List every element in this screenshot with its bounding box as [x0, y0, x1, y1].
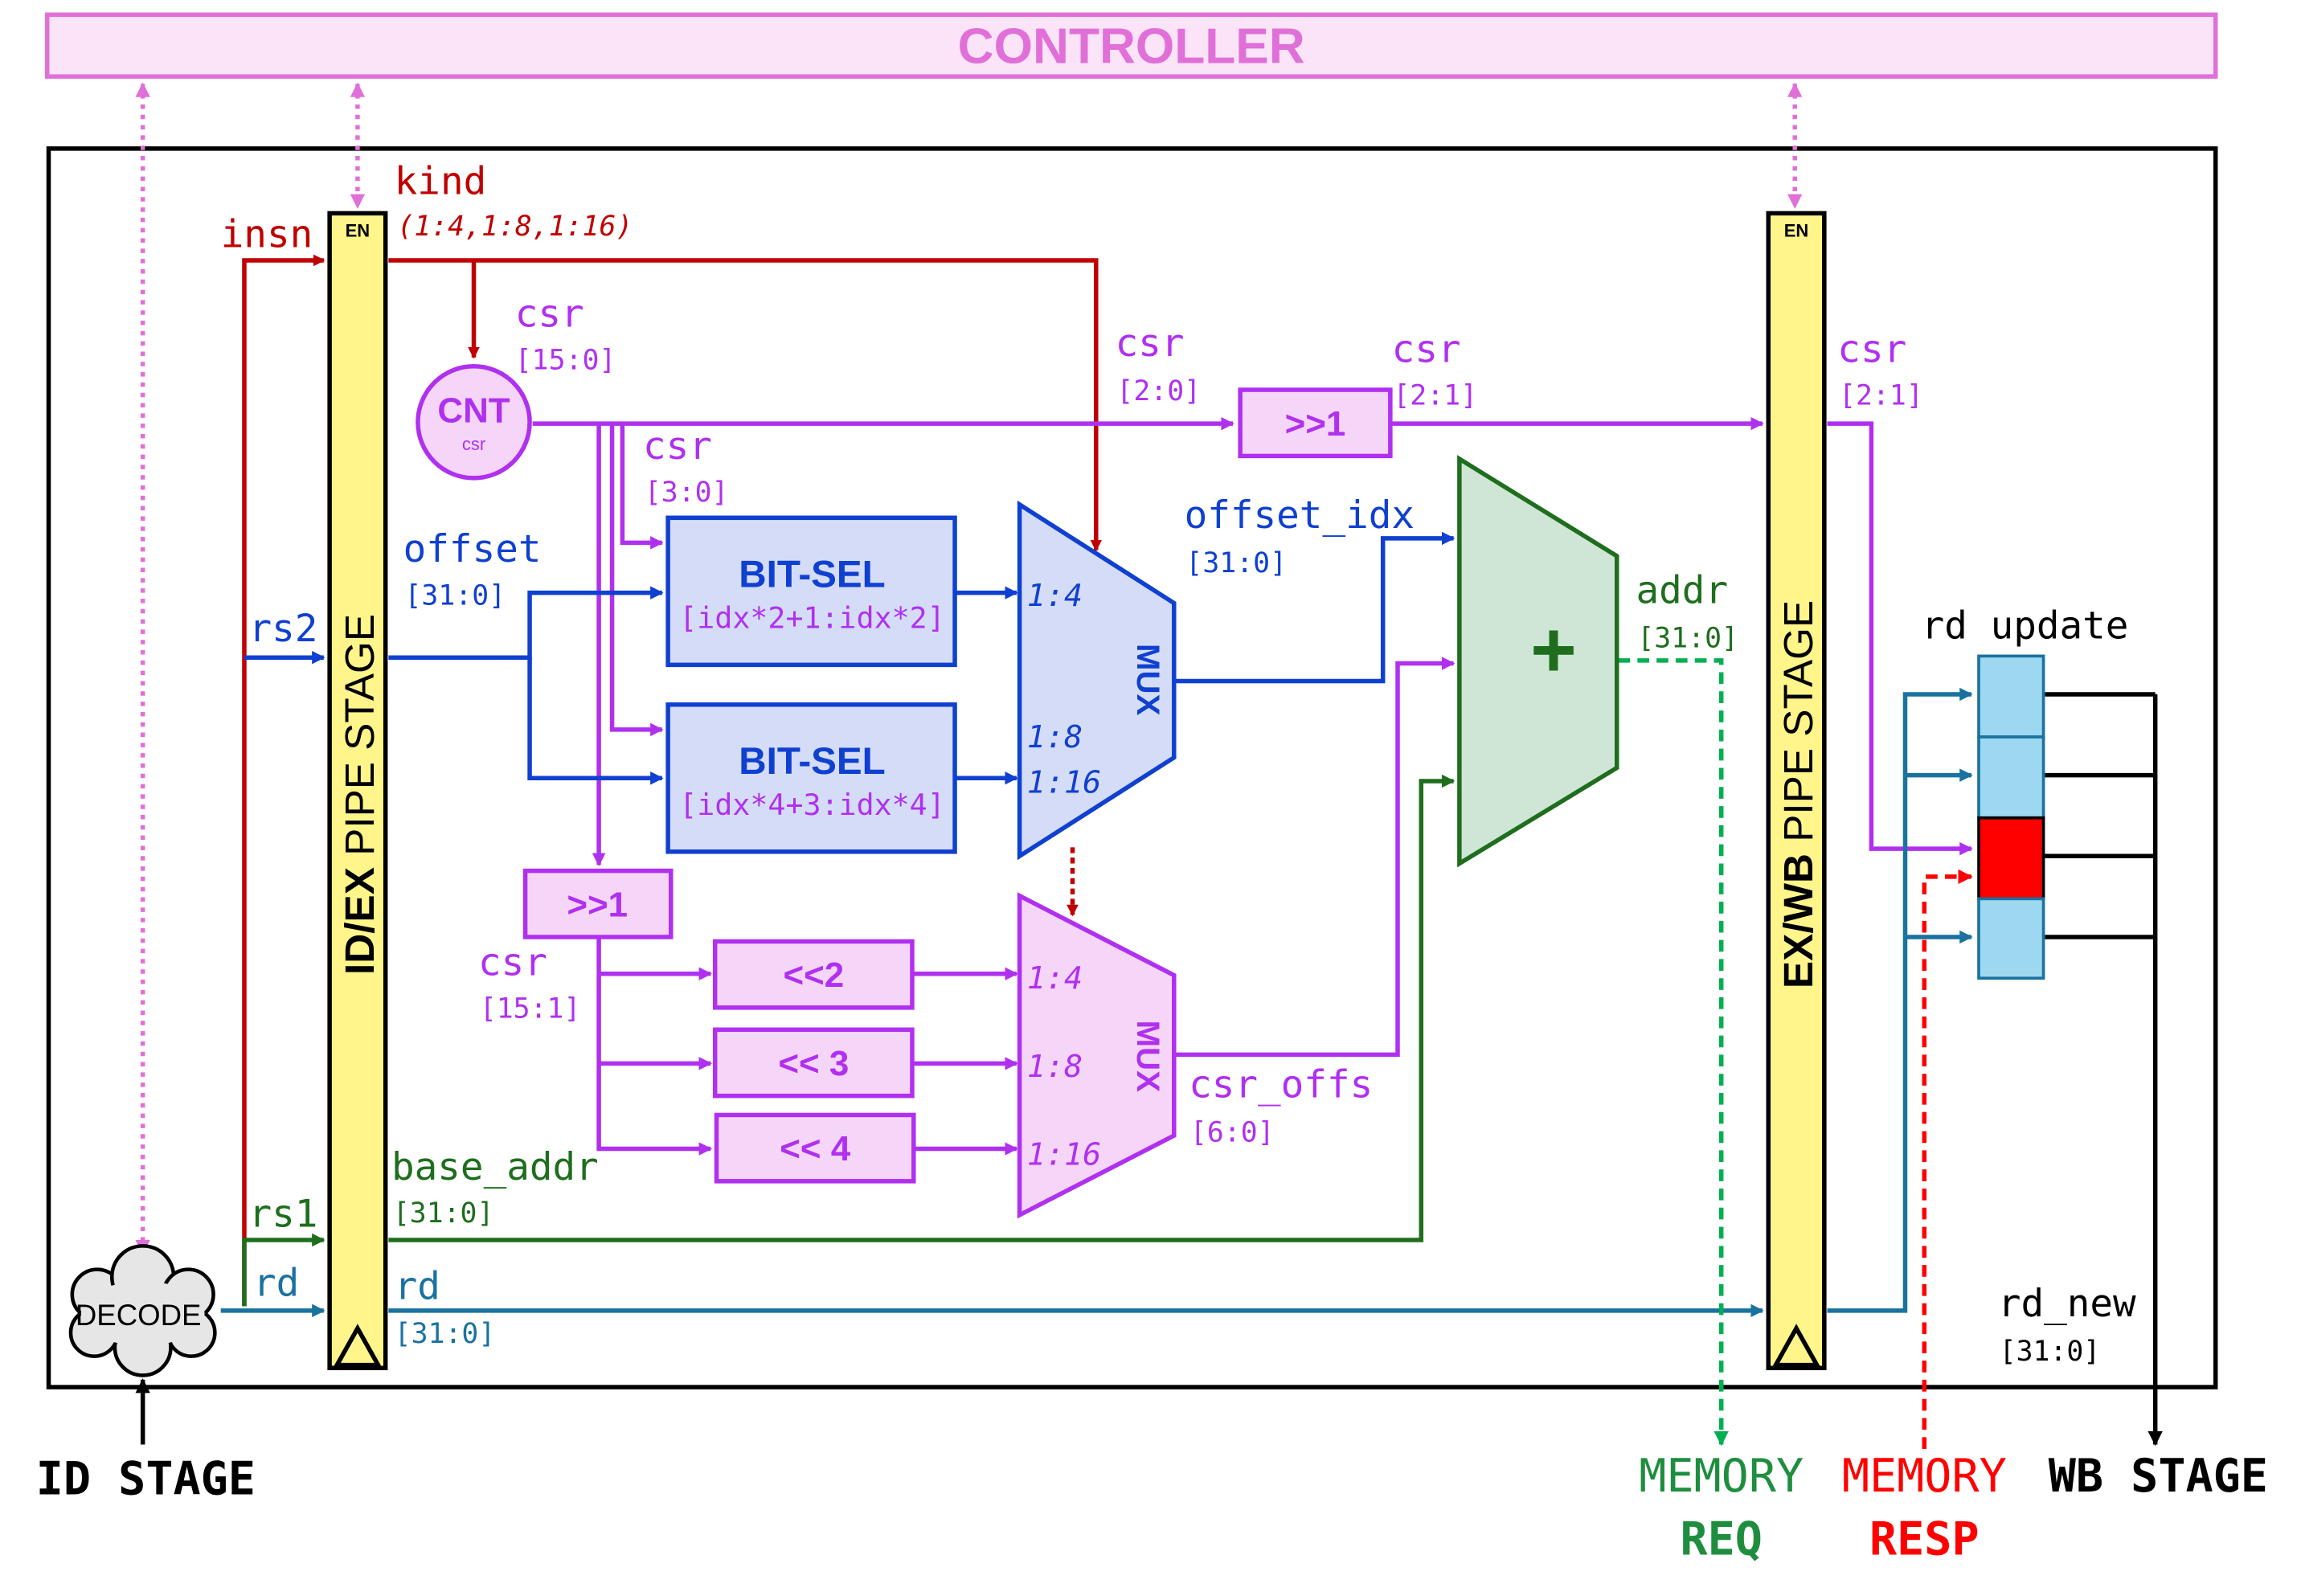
- rd-new-width: [31:0]: [2000, 1336, 2101, 1368]
- exwb-pipe-stage: EN EX/WB PIPE STAGE: [1766, 211, 1827, 1371]
- exwb-en-label: EN: [1784, 221, 1809, 241]
- rd-label: rd: [395, 1264, 440, 1308]
- csr-21-out-width: [2:1]: [1839, 379, 1923, 411]
- signal-labels: insn kind (1:4,1:8,1:16) rs2 rs1 rd csr …: [36, 160, 2268, 1566]
- idex-stage-label: ID/EX PIPE STAGE: [337, 614, 383, 975]
- wire-rd: [220, 687, 1973, 1318]
- offset-label: offset: [403, 527, 542, 571]
- exwb-stage-label: EX/WB PIPE STAGE: [1775, 600, 1821, 988]
- kind-label: kind: [395, 160, 487, 204]
- wire-insn-kind: [242, 254, 1103, 1307]
- idex-pipe-stage: EN ID/EX PIPE STAGE: [327, 211, 388, 1371]
- memory-resp-bottom: RESP: [1869, 1513, 1980, 1566]
- shift-right-top: >>1: [1238, 387, 1393, 459]
- exwb-clock-icon: [1771, 1324, 1821, 1368]
- csr-20-label: csr: [1116, 321, 1185, 366]
- shift-left-2: <<2: [712, 939, 915, 1010]
- insn-label: insn: [221, 213, 313, 257]
- csr-mux-in-1-16: 1:16: [1027, 1137, 1102, 1173]
- csr-offs-width: [6:0]: [1190, 1116, 1275, 1148]
- csr-offs-label: csr_offs: [1189, 1062, 1373, 1107]
- csr-mux-in-1-4: 1:4: [1027, 960, 1083, 996]
- csr-21-out-label: csr: [1837, 327, 1906, 371]
- memory-req-top: MEMORY: [1639, 1450, 1804, 1503]
- memory-req-bottom: REQ: [1680, 1513, 1762, 1566]
- wire-base-addr: [242, 774, 1456, 1307]
- decode-cloud: DECODE: [68, 1244, 217, 1377]
- svg-text:>>1: >>1: [567, 885, 628, 924]
- idex-en-label: EN: [346, 221, 371, 241]
- offset-mux: 1:4 1:8 1:16 MUX: [1017, 500, 1177, 861]
- wire-memory-req: [1618, 658, 1729, 1447]
- addr-label: addr: [1636, 568, 1729, 612]
- id-stage-label: ID STAGE: [36, 1453, 256, 1506]
- offset-mux-in-1-8: 1:8: [1027, 719, 1083, 755]
- csr-151-width: [15:1]: [480, 993, 581, 1025]
- cnt-sub-label: csr: [462, 434, 485, 454]
- address-adder: +: [1457, 455, 1619, 868]
- memory-resp-top: MEMORY: [1842, 1450, 2007, 1503]
- rd-width: [31:0]: [395, 1318, 496, 1350]
- controller-label: CONTROLLER: [958, 19, 1305, 75]
- bitsel-2-title: BIT-SEL: [739, 740, 885, 783]
- rd-new-label: rd_new: [1998, 1282, 2136, 1326]
- svg-text:<< 3: << 3: [778, 1044, 849, 1083]
- wire-memory-resp: [1922, 869, 1973, 1449]
- kind-sub-label: (1:4,1:8,1:16): [397, 211, 633, 243]
- svg-text:>>1: >>1: [1285, 404, 1346, 444]
- csr-cnt-width: [15:0]: [515, 344, 616, 376]
- csr-offs-mux: 1:4 1:8 1:16 MUX: [1017, 892, 1177, 1219]
- csr-cnt-label: csr: [515, 292, 584, 336]
- offset-mux-in-1-16: 1:16: [1027, 765, 1102, 801]
- csr-20-width: [2:0]: [1116, 375, 1201, 407]
- rd-update-label: rd update: [1922, 604, 2129, 648]
- csr-151-label: csr: [478, 941, 547, 985]
- offset-idx-label: offset_idx: [1185, 493, 1415, 538]
- addr-width: [31:0]: [1637, 622, 1738, 654]
- idex-clock-icon: [333, 1324, 383, 1368]
- bitsel-2-range: [idx*4+3:idx*4]: [679, 788, 944, 822]
- rd-register-file: [1977, 654, 2045, 980]
- csr-21-width: [2:1]: [1394, 379, 1478, 411]
- datapath-frame: [46, 146, 2218, 1389]
- rs2-label: rs2: [248, 607, 317, 651]
- cnt-counter: CNT csr: [416, 364, 532, 481]
- wire-rd-new: [135, 692, 2163, 1447]
- offset-width: [31:0]: [404, 579, 506, 612]
- offset-idx-width: [31:0]: [1185, 547, 1287, 579]
- csr-21-label: csr: [1392, 327, 1461, 371]
- base-addr-width: [31:0]: [393, 1197, 494, 1230]
- csr-mux-label: MUX: [1130, 1021, 1166, 1093]
- bitsel-1-title: BIT-SEL: [739, 553, 885, 595]
- controller-bar: [44, 12, 2218, 79]
- rd-input-label: rd: [253, 1262, 299, 1306]
- csr-mux-in-1-8: 1:8: [1027, 1049, 1083, 1085]
- offset-mux-in-1-4: 1:4: [1027, 578, 1083, 614]
- bitsel-1-range: [idx*2+1:idx*2]: [679, 601, 944, 636]
- base-addr-label: base_addr: [391, 1145, 599, 1189]
- shift-right-mid: >>1: [522, 868, 674, 939]
- shift-left-4: << 4: [714, 1112, 916, 1184]
- bitsel-block-2: BIT-SEL [idx*4+3:idx*4]: [665, 702, 957, 854]
- wb-stage-label: WB STAGE: [2049, 1450, 2268, 1503]
- rs1-label: rs1: [248, 1193, 317, 1237]
- decode-label: DECODE: [76, 1299, 202, 1332]
- bitsel-block-1: BIT-SEL [idx*2+1:idx*2]: [665, 515, 957, 668]
- csr-30-width: [3:0]: [645, 477, 729, 509]
- offset-mux-label: MUX: [1130, 644, 1166, 716]
- shift-left-3: << 3: [712, 1027, 915, 1099]
- controller-links: [135, 82, 1803, 1255]
- csr-30-label: csr: [643, 424, 712, 469]
- cnt-label: CNT: [437, 391, 510, 430]
- svg-text:<<2: <<2: [783, 956, 844, 995]
- adder-plus-icon: +: [1530, 605, 1577, 694]
- wire-csr: [532, 416, 1973, 1156]
- svg-text:<< 4: << 4: [780, 1129, 850, 1168]
- wire-offset: [244, 531, 1456, 785]
